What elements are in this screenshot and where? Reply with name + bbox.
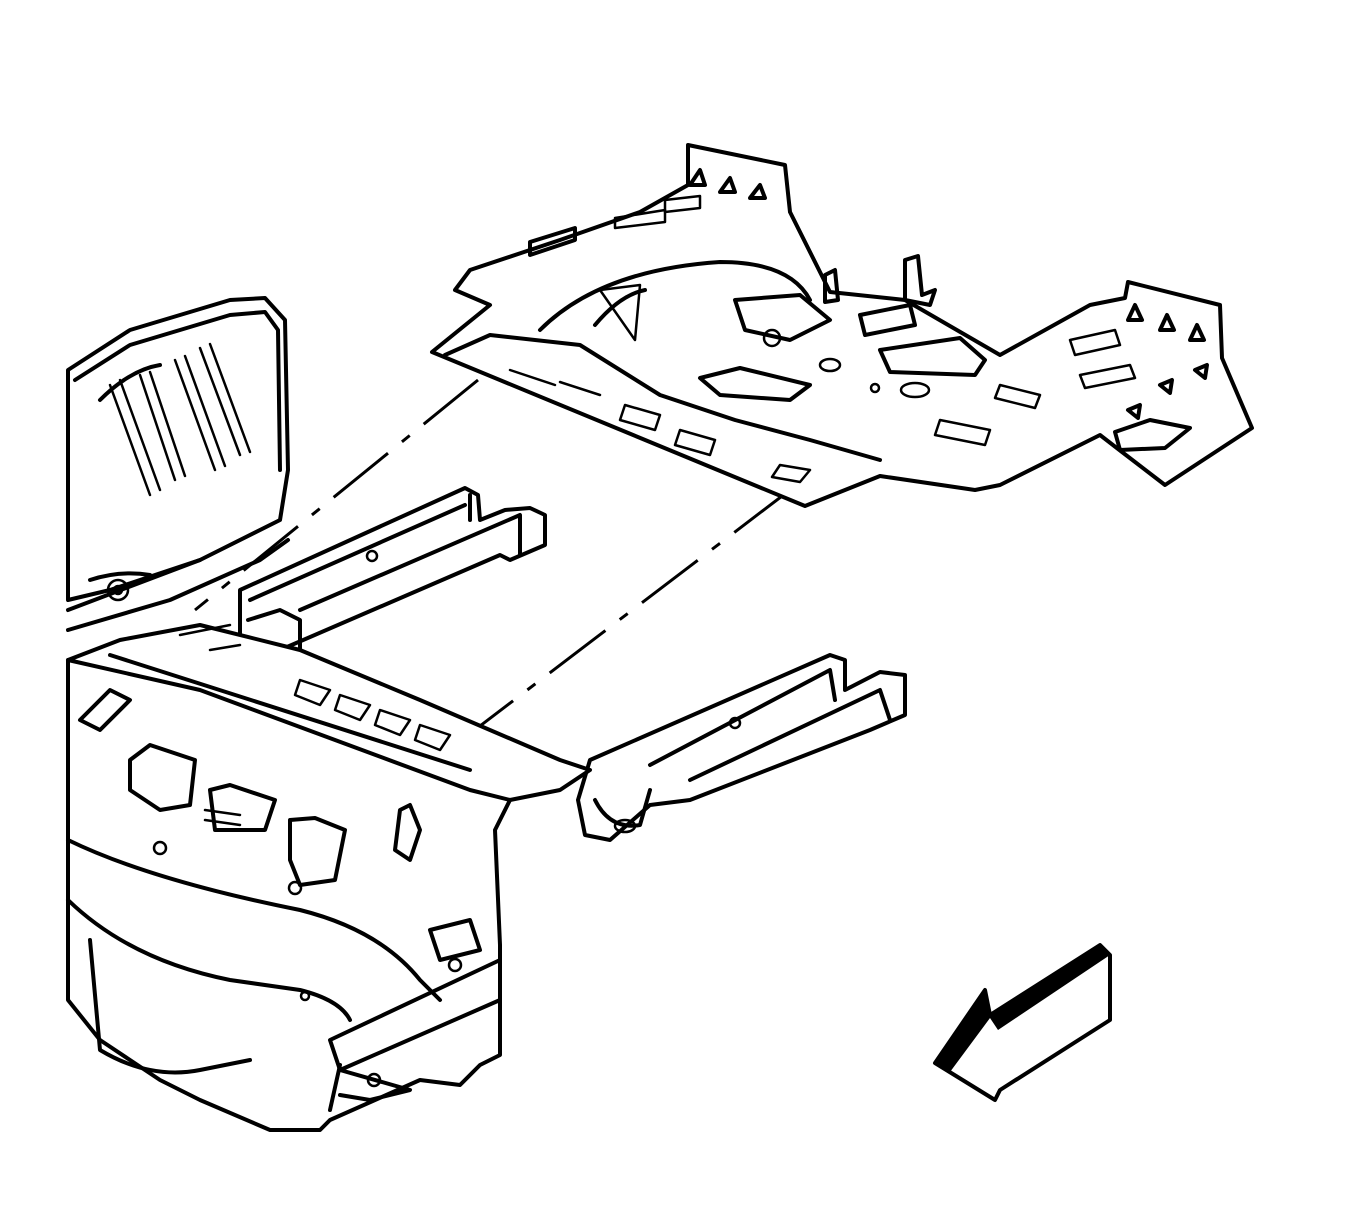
left-rear-rail: [238, 486, 547, 652]
rear-floor-panel: [430, 143, 1254, 508]
alignment-leader-lines: [194, 378, 791, 747]
right-rear-rail: [576, 653, 907, 842]
rear-compartment-wall: [66, 296, 290, 632]
arrow-front-indicator-icon: [933, 943, 1112, 1102]
underbody-assembly: [66, 623, 592, 1132]
